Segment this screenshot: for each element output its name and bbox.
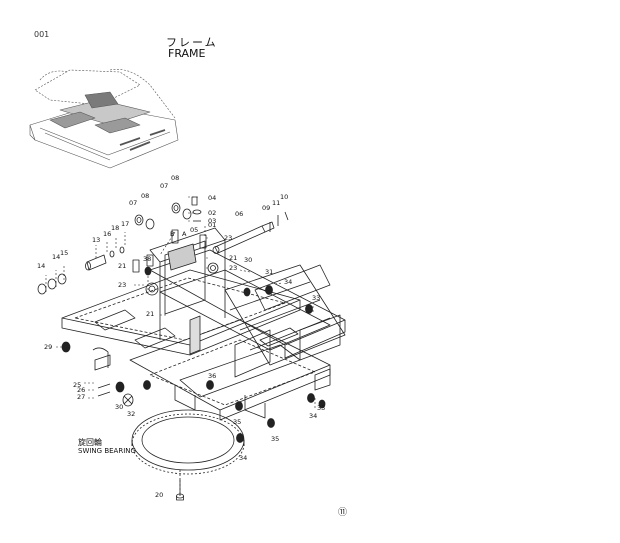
swing-bearing-label-jp: 旋回輪: [78, 438, 102, 447]
callout-31: 31: [265, 268, 273, 276]
callout-23-a: 23: [224, 234, 232, 242]
callout-17: 17: [121, 220, 129, 228]
callout-29: 29: [44, 343, 52, 351]
callout-B: B: [170, 230, 174, 238]
callout-13: 13: [92, 236, 100, 244]
callout-14-b: 14: [52, 253, 60, 261]
page-number: 001: [34, 30, 50, 39]
callout-09: 09: [262, 204, 270, 212]
callout-30-a: 30: [244, 256, 252, 264]
callout-15: 15: [60, 249, 68, 257]
callout-07-b: 07: [160, 182, 168, 190]
callout-labels: 01 02 03 04 05 06 07 07 08 08 09 10 11 1…: [37, 174, 325, 499]
hardware-group-top: [132, 196, 289, 273]
callout-38: 38: [143, 255, 151, 263]
callout-36: 36: [208, 372, 216, 380]
hardware-group-left: [37, 214, 155, 295]
callout-16: 16: [103, 230, 111, 238]
callout-23-c: 23: [229, 264, 237, 272]
callout-A: A: [182, 230, 187, 238]
callout-02: 02: [208, 209, 216, 217]
leader-lines: [45, 196, 316, 496]
swing-bearing-ring: [131, 409, 245, 475]
swing-bearing-label-en: SWING BEARING: [78, 447, 136, 455]
callout-32: 32: [127, 410, 135, 418]
callout-27: 27: [77, 393, 85, 401]
callout-30-b: 30: [115, 403, 123, 411]
callout-25: 25: [73, 381, 81, 389]
callout-23-b: 23: [118, 281, 126, 289]
callout-33-a: 33: [312, 294, 320, 302]
callout-08-a: 08: [141, 192, 149, 200]
callout-21-c: 21: [146, 310, 154, 318]
callout-34-c: 34: [239, 454, 247, 462]
callout-10: 10: [280, 193, 288, 201]
callout-26: 26: [77, 386, 85, 394]
callout-05: 05: [190, 226, 198, 234]
callout-21-a: 21: [118, 262, 126, 270]
callout-35-b: 35: [271, 435, 279, 443]
callout-11: 11: [272, 199, 280, 207]
footer-mark: ⑪: [338, 508, 348, 518]
title-japanese: フレーム: [166, 36, 218, 49]
pin-06: [212, 221, 275, 254]
callout-34-a: 34: [284, 278, 292, 286]
callout-14-a: 14: [37, 262, 45, 270]
callout-20: 20: [155, 491, 163, 499]
callout-08-b: 08: [171, 174, 179, 182]
callout-03: 03: [208, 217, 216, 225]
callout-07-a: 07: [129, 199, 137, 207]
callout-34-b: 34: [309, 412, 317, 420]
callout-21-b: 21: [229, 254, 237, 262]
revolving-frame: [61, 227, 346, 421]
hose-clip-parts: [92, 347, 134, 407]
mount-cushions: [61, 243, 326, 443]
callout-35-a: 35: [233, 418, 241, 426]
callout-33-b: 33: [317, 404, 325, 412]
title-english: FRAME: [168, 47, 206, 60]
callout-18: 18: [111, 224, 119, 232]
callout-04: 04: [208, 194, 216, 202]
callout-06: 06: [235, 210, 243, 218]
callout-01: 01: [208, 221, 216, 229]
machine-overview-thumbnail: [29, 69, 179, 169]
